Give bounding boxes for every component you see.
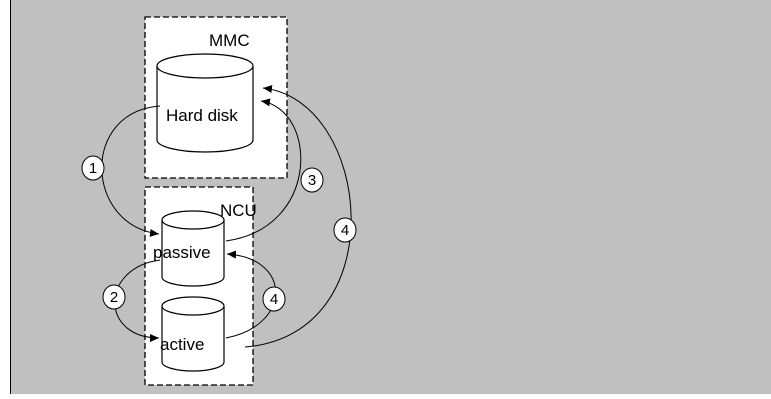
step-badge-2: 2: [102, 284, 126, 310]
step-badge-4-inner: 4: [262, 286, 286, 312]
active-storage-cylinder: active: [160, 296, 225, 372]
arrow-step4-active-to-harddisk: [244, 85, 352, 348]
mmc-label: MMC: [209, 31, 250, 50]
step-badge-1: 1: [81, 155, 105, 181]
hard-disk-cylinder: Hard disk: [156, 53, 254, 153]
step-badge-3: 3: [300, 167, 324, 193]
step-badge-3-label: 3: [308, 172, 316, 189]
active-label: active: [160, 335, 204, 354]
step-badge-4-inner-label: 4: [270, 291, 278, 308]
step-badge-4-outer: 4: [333, 217, 357, 243]
step-badge-1-label: 1: [89, 160, 97, 177]
passive-storage-cylinder: passive: [153, 210, 225, 287]
diagram-background: [10, 0, 771, 394]
hard-disk-label: Hard disk: [166, 106, 238, 125]
ncu-label: NCU: [220, 201, 257, 220]
passive-label: passive: [153, 243, 211, 262]
arrow-step3-passive-to-harddisk: [225, 98, 302, 242]
step-badge-2-label: 2: [110, 289, 118, 306]
step-badge-4-outer-label: 4: [341, 222, 349, 239]
